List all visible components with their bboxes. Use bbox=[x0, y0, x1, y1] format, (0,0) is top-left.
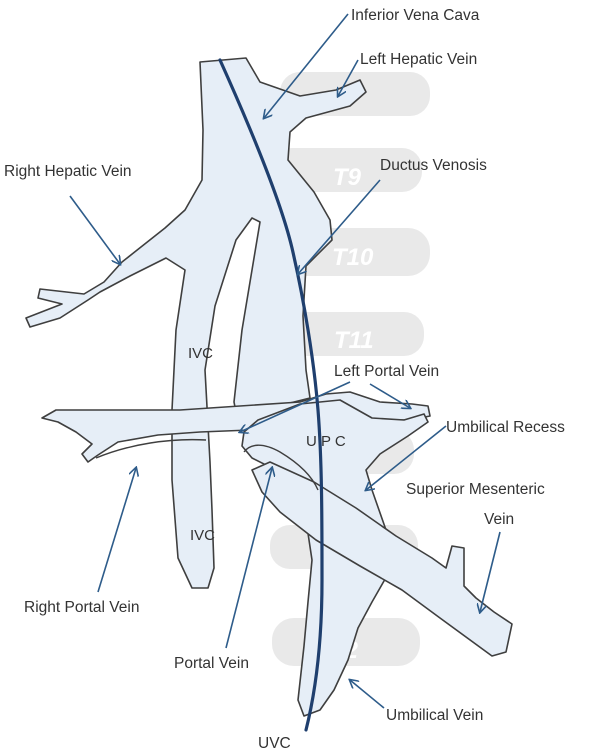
label-inferior-vena-cava: Inferior Vena Cava bbox=[351, 7, 480, 24]
label-left-portal-vein: Left Portal Vein bbox=[334, 363, 439, 380]
arrow-right-hepatic-vein bbox=[70, 196, 120, 264]
label-left-hepatic-vein: Left Hepatic Vein bbox=[360, 51, 477, 68]
label-portal-vein: Portal Vein bbox=[174, 655, 249, 672]
label-right-hepatic-vein: Right Hepatic Vein bbox=[4, 163, 132, 180]
label-upc: U P C bbox=[306, 433, 346, 450]
label-ivc-lower: IVC bbox=[190, 527, 215, 544]
label-umbilical-vein: Umbilical Vein bbox=[386, 707, 483, 724]
label-uvc: UVC bbox=[258, 735, 291, 752]
label-umbilical-recess: Umbilical Recess bbox=[446, 419, 565, 436]
arrow-right-portal-vein bbox=[98, 468, 136, 592]
label-right-portal-vein: Right Portal Vein bbox=[24, 599, 139, 616]
vertebra-label: T11 bbox=[334, 327, 374, 354]
label-superior-mesenteric-vein-line2: Vein bbox=[484, 511, 514, 528]
label-ductus-venosis: Ductus Venosis bbox=[380, 157, 487, 174]
arrow-superior-mesenteric-vein bbox=[480, 532, 500, 612]
label-superior-mesenteric-vein-line1: Superior Mesenteric bbox=[406, 481, 545, 498]
label-ivc-upper: IVC bbox=[188, 345, 213, 362]
arrow-portal-vein bbox=[226, 468, 272, 648]
vertebra-label: T9 bbox=[333, 164, 362, 191]
vertebra-label: T10 bbox=[332, 244, 374, 271]
arrow-umbilical-vein bbox=[350, 680, 384, 708]
